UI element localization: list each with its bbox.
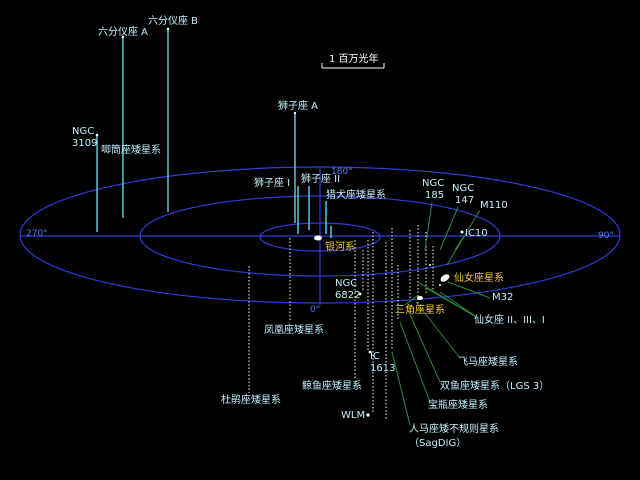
- scale-bar: 1 百万光年: [321, 52, 385, 69]
- leader-m32: [447, 281, 491, 299]
- label-leo-i: 狮子座 I: [254, 176, 290, 189]
- leader-and-sats-3: [439, 291, 479, 319]
- label-sextans-b: 六分仪座 B: [148, 14, 198, 27]
- label-ngc6822-line2: 6822: [335, 290, 360, 301]
- label-ngc3109-line1: NGC: [72, 126, 94, 137]
- marker-milky-way: [314, 235, 322, 241]
- marker-andromeda: [440, 274, 450, 282]
- label-ngc3109-line2: 3109: [72, 138, 97, 149]
- leader-and-sats-2: [425, 287, 479, 319]
- leader-pisces: [407, 309, 441, 383]
- label-phoenix: 凤凰座矮星系: [264, 323, 324, 336]
- leader-ic10: [454, 232, 467, 251]
- marker-ic1613: [368, 350, 372, 354]
- marker-sextans-b: [166, 27, 170, 31]
- marker-leo-a: [293, 111, 297, 115]
- marker-pegasus: [429, 264, 431, 266]
- axis-label-180: 180°: [331, 167, 353, 177]
- label-ic1613-line1: IC: [370, 351, 380, 362]
- leader-lines: [391, 201, 491, 426]
- leader-triangulum: [404, 295, 418, 306]
- galaxy-markers: [95, 27, 464, 417]
- label-cetus: 鲸鱼座矮星系: [302, 379, 362, 392]
- label-leo-ii: 狮子座 II: [301, 172, 340, 185]
- label-m32: M32: [492, 292, 513, 303]
- pole-lines-above: [96, 30, 332, 238]
- marker-triangulum: [417, 296, 423, 300]
- label-andromeda-sats: 仙女座 II、III、I: [474, 313, 545, 326]
- leader-pegasus: [415, 301, 461, 359]
- label-triangulum: 三角座星系: [395, 303, 445, 316]
- label-aquarius: 宝瓶座矮星系: [428, 398, 488, 411]
- label-leo-a: 狮子座 A: [278, 99, 318, 112]
- label-ic10: IC10: [465, 228, 488, 239]
- label-pisces: 双鱼座矮星系（LGS 3）: [440, 379, 549, 392]
- pole-lines-below: [248, 225, 434, 420]
- axis-label-0: 0°: [310, 305, 320, 315]
- label-ngc185-line1: NGC: [422, 178, 444, 189]
- scale-bar-label: 1 百万光年: [329, 52, 379, 65]
- label-tucana: 杜鹃座矮星系: [221, 393, 281, 406]
- axis-label-90: 90°: [598, 231, 614, 241]
- label-sagdig-line2: （SagDIG）: [409, 437, 466, 449]
- label-canes-venatici: 猎犬座矮星系: [326, 188, 386, 201]
- label-ngc147-line1: NGC: [452, 183, 474, 194]
- axis-label-270: 270°: [26, 229, 48, 239]
- label-m110: M110: [480, 200, 508, 211]
- label-milky-way: 银河系: [325, 240, 355, 253]
- marker-m32: [439, 284, 441, 286]
- marker-ic10: [460, 230, 464, 234]
- label-wlm: WLM: [341, 410, 365, 421]
- label-ngc147-line2: 147: [455, 195, 474, 206]
- label-pegasus: 飞马座矮星系: [458, 355, 518, 368]
- label-antlia: 唧筒座矮星系: [101, 143, 161, 156]
- label-ic1613-line2: 1613: [370, 363, 395, 374]
- label-ngc6822-line1: NGC: [335, 278, 357, 289]
- marker-ngc3109: [95, 133, 99, 137]
- marker-ngc6822: [358, 292, 362, 296]
- leader-ngc185: [424, 201, 433, 251]
- label-andromeda: 仙女座星系: [454, 271, 504, 284]
- marker-wlm: [366, 413, 370, 417]
- label-sagdig-line1: 人马座矮不规则星系: [409, 422, 499, 435]
- marker-sextans-a: [121, 35, 125, 39]
- leader-ngc147: [439, 206, 459, 251]
- leader-sagdig: [391, 351, 411, 426]
- label-ngc185-line2: 185: [425, 190, 444, 201]
- label-sextans-a: 六分仪座 A: [98, 25, 148, 38]
- leader-aquarius: [399, 321, 431, 403]
